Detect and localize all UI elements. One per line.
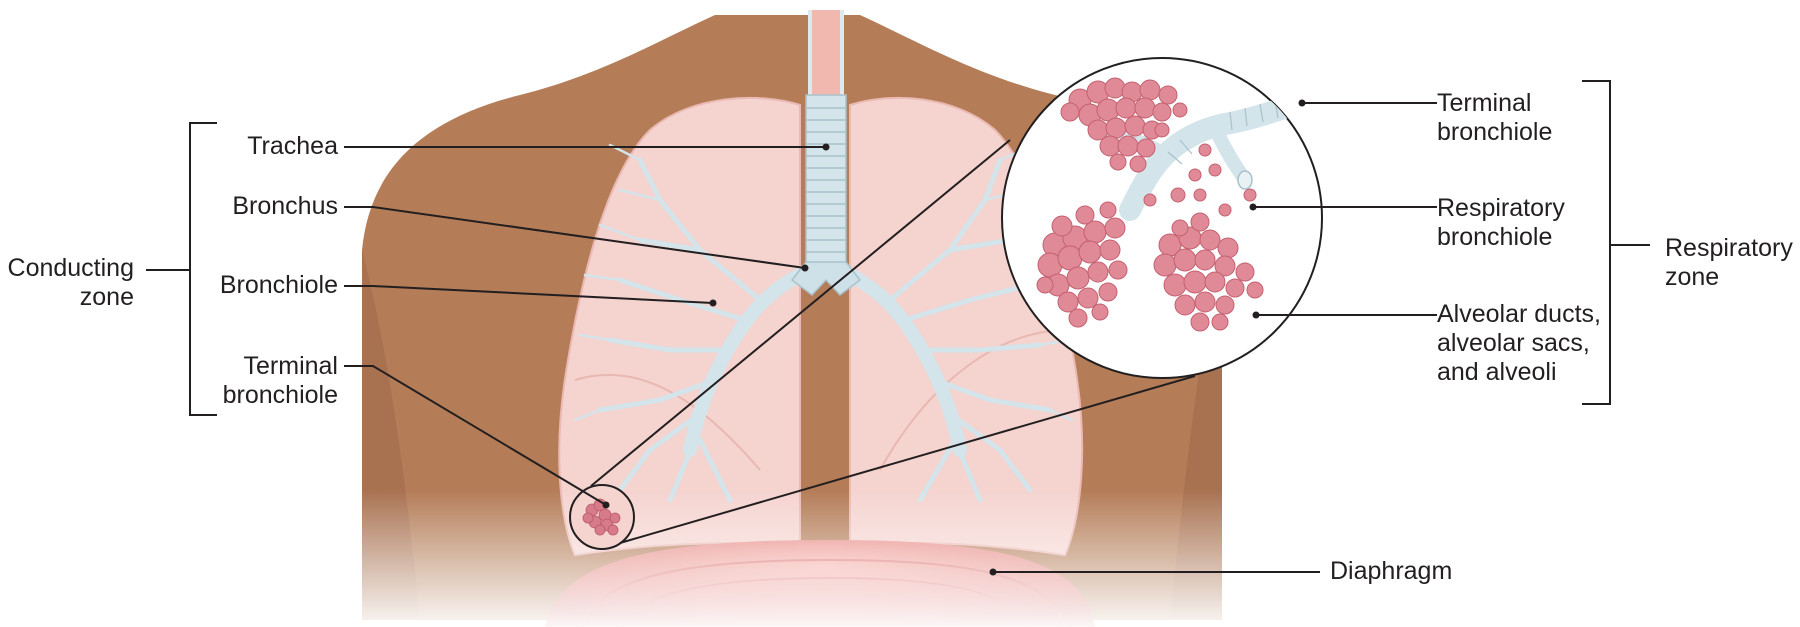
label-line: Trachea (247, 132, 338, 161)
label-line: zone (8, 283, 134, 312)
label-line: Bronchiole (220, 271, 338, 300)
label-line: bronchiole (223, 381, 338, 410)
label-line: Bronchus (232, 192, 338, 221)
label-line: alveolar sacs, (1437, 329, 1601, 358)
label-line: Diaphragm (1330, 557, 1452, 586)
label-line: bronchiole (1437, 118, 1552, 147)
label-line: Terminal (1437, 89, 1552, 118)
label-diaphragm: Diaphragm (1330, 557, 1452, 586)
small-magnifier-circle (570, 485, 634, 549)
label-bronchiole: Bronchiole (220, 271, 338, 300)
label-alveolar: Alveolar ducts, alveolar sacs, and alveo… (1437, 300, 1601, 387)
label-terminal-bronchiole-right: Terminal bronchiole (1437, 89, 1552, 147)
label-line: bronchiole (1437, 223, 1565, 252)
label-line: Respiratory (1437, 194, 1565, 223)
label-respiratory-bronchiole: Respiratory bronchiole (1437, 194, 1565, 252)
label-terminal-bronchiole-left: Terminal bronchiole (223, 352, 338, 410)
label-line: Conducting (8, 254, 134, 283)
label-respiratory-zone: Respiratory zone (1665, 234, 1793, 292)
label-conducting-zone: Conducting zone (8, 254, 134, 312)
label-line: Respiratory (1665, 234, 1793, 263)
label-line: zone (1665, 263, 1793, 292)
label-line: Alveolar ducts, (1437, 300, 1601, 329)
label-line: and alveoli (1437, 358, 1601, 387)
label-bronchus: Bronchus (232, 192, 338, 221)
label-line: Terminal (223, 352, 338, 381)
label-trachea: Trachea (247, 132, 338, 161)
alveoli-magnified-view (1002, 58, 1322, 378)
